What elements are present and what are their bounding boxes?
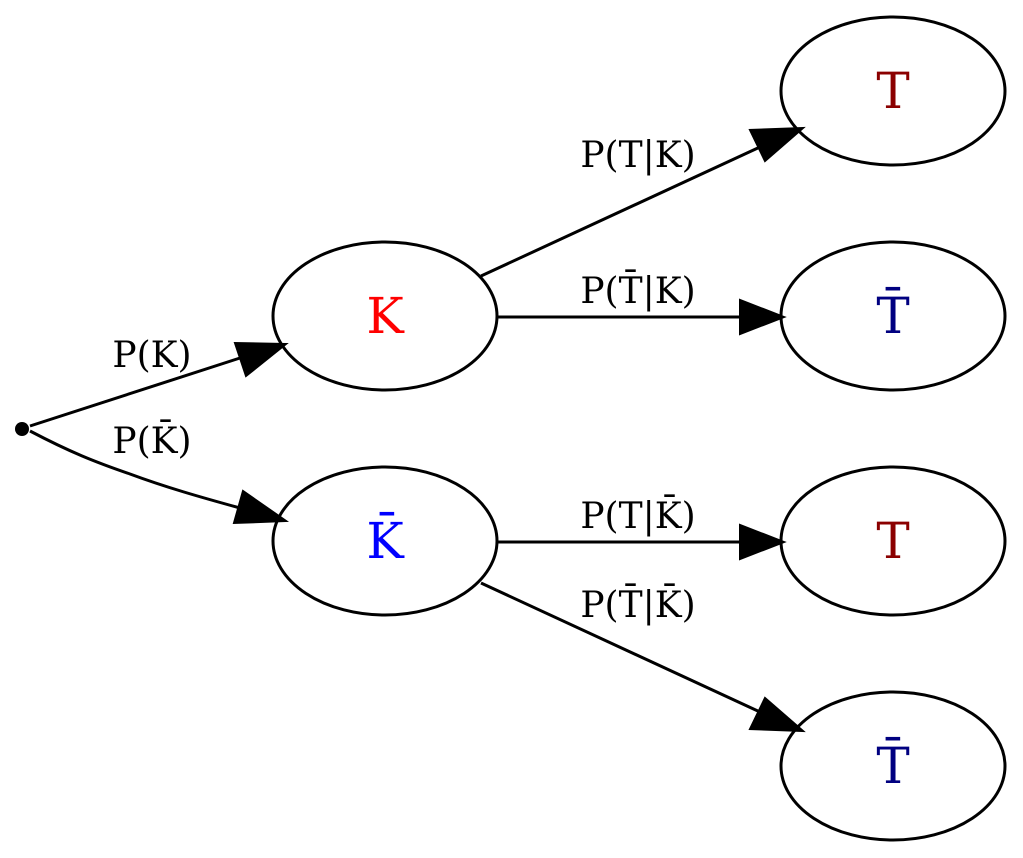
node-k-t [779, 15, 1007, 167]
node-k-tbar-label: T̄ [876, 286, 909, 345]
edge-label-kbar-t: P(T|K̄) [580, 494, 695, 537]
arrowhead-kbar-to-tbar [748, 696, 806, 733]
edge-kbar-to-tbar [480, 581, 761, 714]
node-kbar-t [779, 465, 1007, 617]
edge-root-to-k [29, 356, 241, 428]
edge-k-to-t [480, 145, 761, 278]
edge-label-k-tbar: P(T̄|K) [580, 269, 695, 312]
node-k-tbar [779, 240, 1007, 392]
edge-label-root-kbar: P(K̄) [112, 419, 191, 462]
node-k-t-label: T [876, 62, 909, 120]
root-node [15, 422, 29, 436]
edge-root-to-kbar [29, 429, 241, 510]
node-k-label: K [366, 287, 405, 345]
node-kbar [271, 465, 499, 617]
edge-label-k-t: P(T|K) [580, 135, 695, 176]
arrowhead-kbar-to-t [739, 523, 787, 561]
node-kbar-tbar [779, 690, 1007, 842]
node-kbar-label: K̄ [366, 511, 405, 570]
edge-label-root-k: P(K) [112, 335, 191, 376]
arrowhead-k-to-tbar [739, 298, 787, 336]
arrowhead-k-to-t [748, 126, 806, 163]
node-kbar-t-label: T [876, 512, 909, 570]
node-k [271, 240, 499, 392]
arrowhead-root-to-k [233, 341, 289, 378]
node-kbar-tbar-label: T̄ [876, 736, 909, 795]
arrowhead-root-to-kbar [232, 489, 290, 525]
edge-label-kbar-tbar: P(T̄|K̄) [580, 583, 695, 626]
